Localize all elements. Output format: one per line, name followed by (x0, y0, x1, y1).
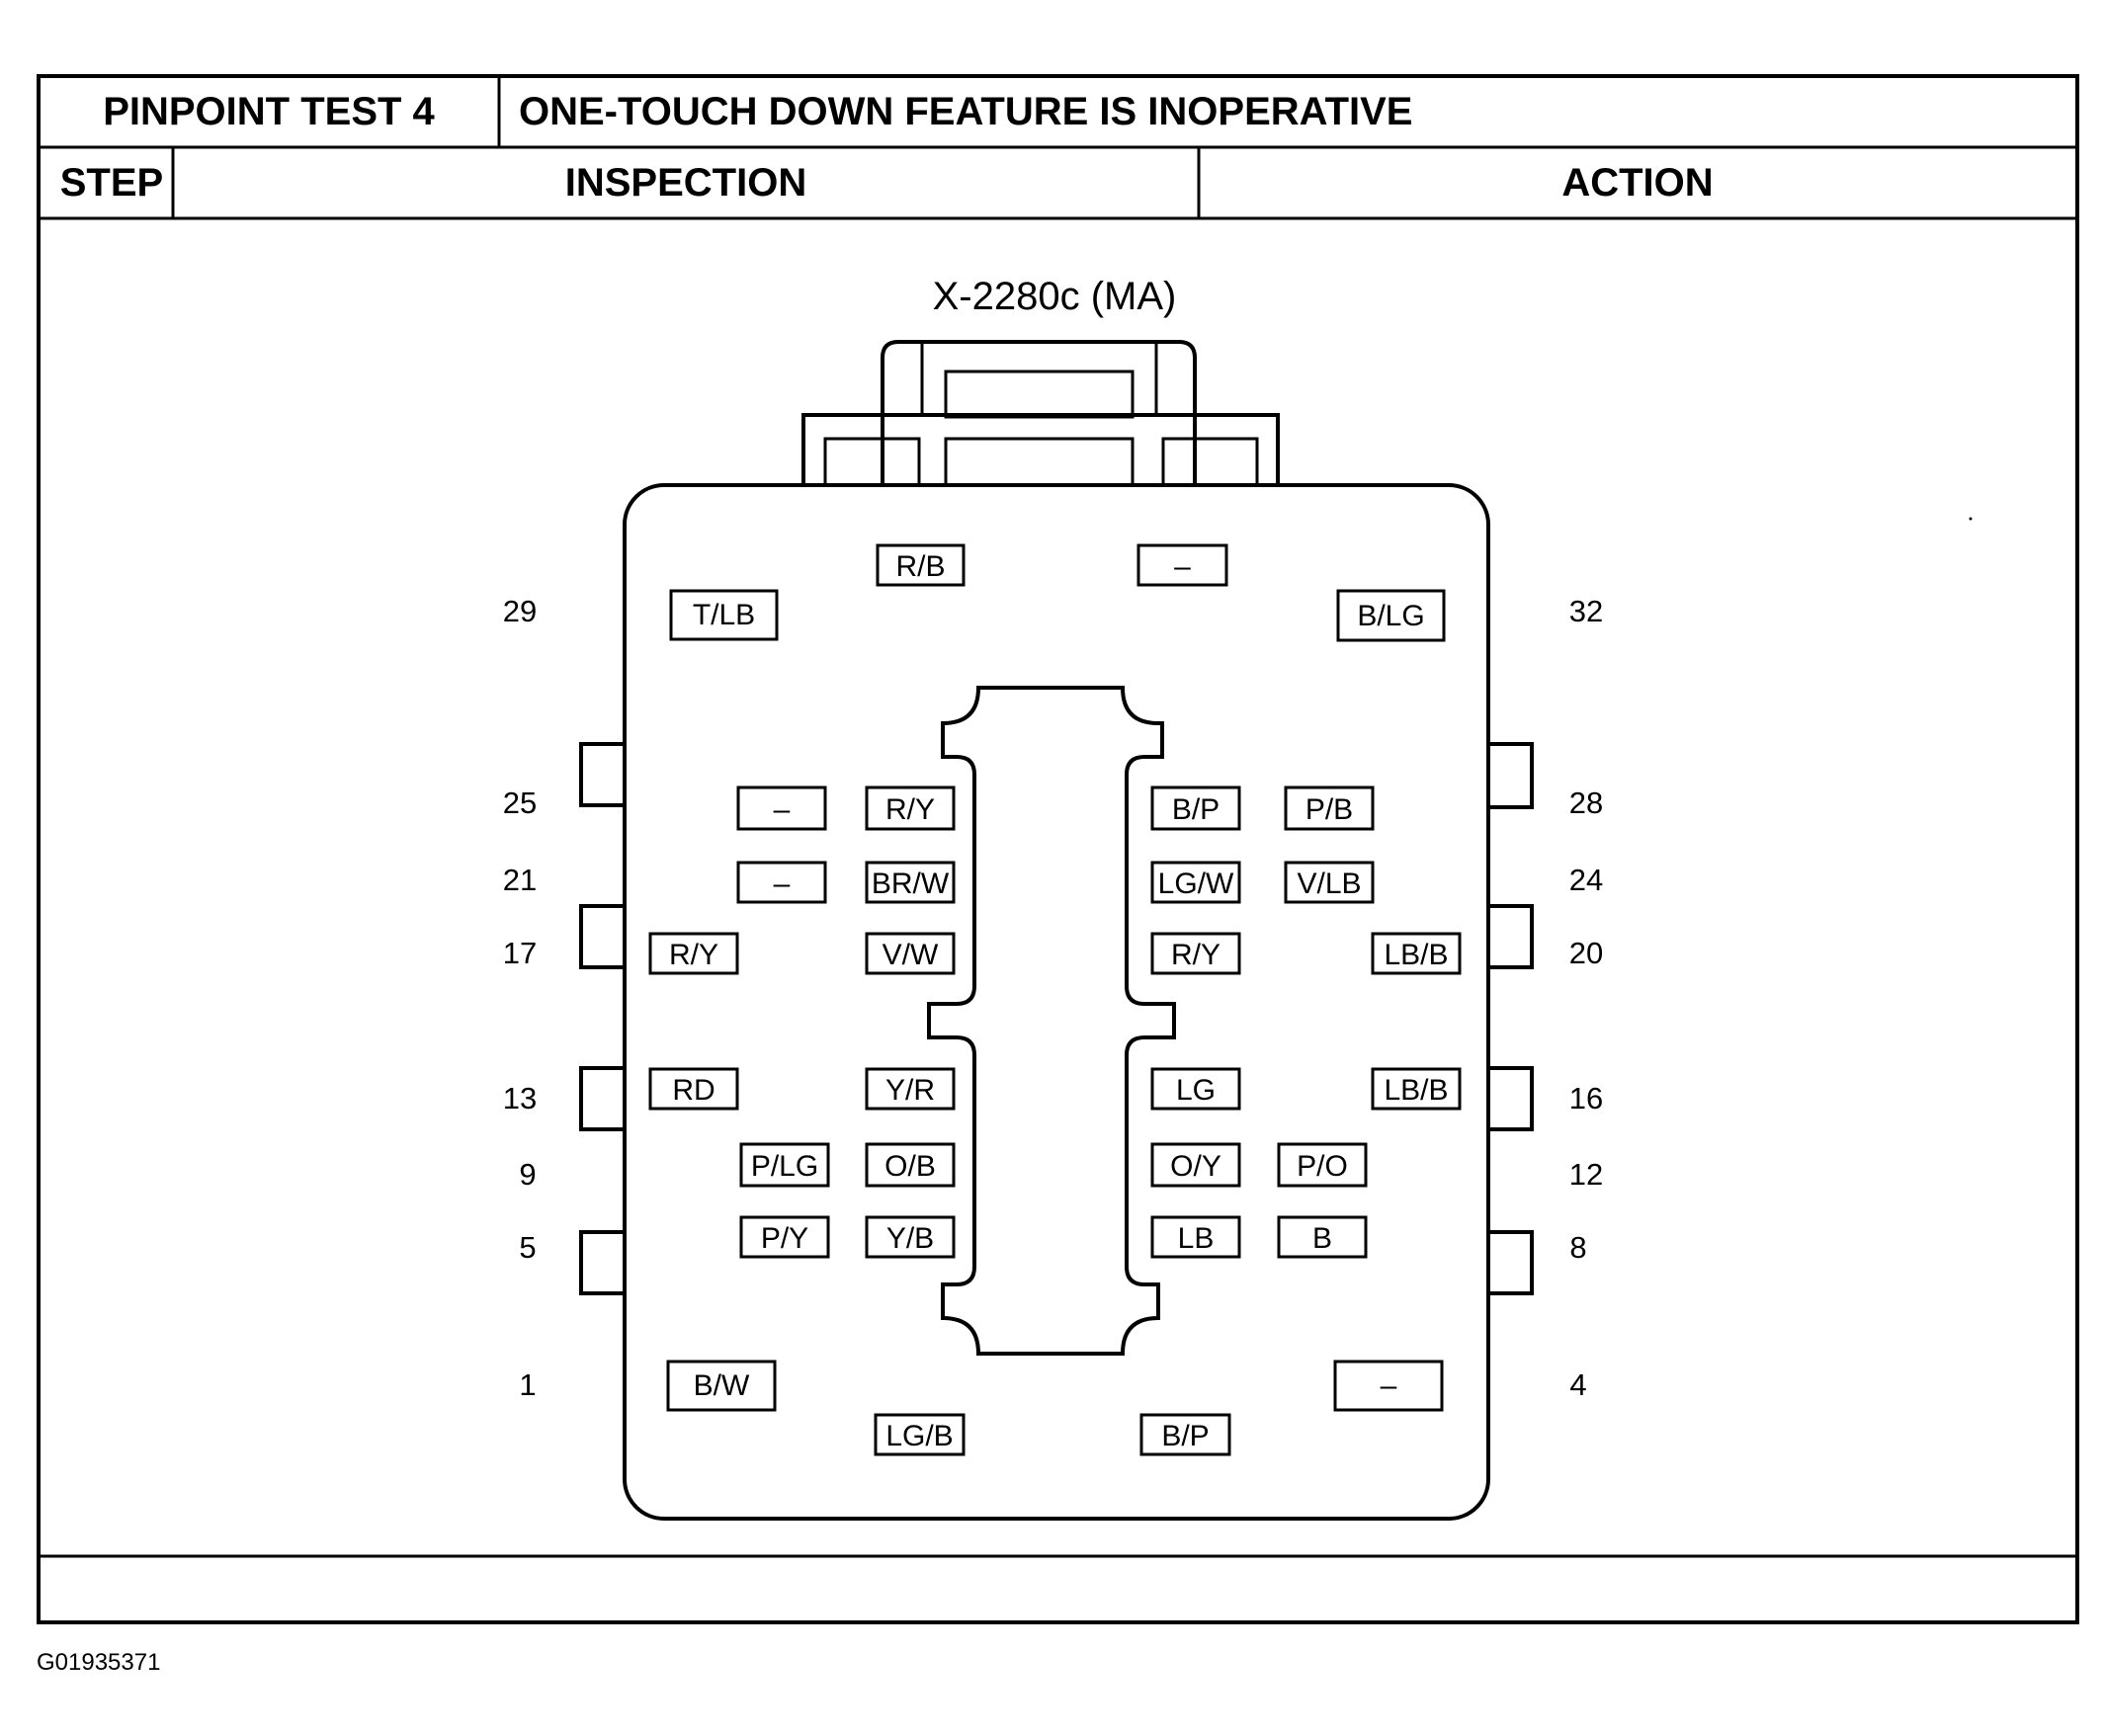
pin-number: 13 (503, 1081, 537, 1116)
pin-cavity: R/B (876, 543, 966, 587)
svg-text:LB: LB (1178, 1222, 1215, 1255)
svg-text:LB/B: LB/B (1384, 1074, 1448, 1107)
pin-number: 17 (503, 936, 537, 970)
svg-text:B/LG: B/LG (1357, 600, 1424, 632)
column-header-action: ACTION (1561, 161, 1713, 205)
pin-cavity: – (736, 785, 827, 831)
svg-text:RD: RD (672, 1074, 715, 1107)
svg-text:B: B (1312, 1222, 1332, 1255)
column-header-step: STEP (60, 161, 163, 205)
svg-text:R/Y: R/Y (885, 793, 935, 826)
pin-cavity: BR/W (865, 861, 956, 904)
svg-text:–: – (774, 793, 791, 826)
svg-text:O/B: O/B (884, 1150, 936, 1183)
pin-cavity: O/B (865, 1142, 956, 1188)
svg-text:P/B: P/B (1305, 793, 1353, 826)
svg-text:R/Y: R/Y (669, 939, 718, 971)
pin-number: 21 (503, 863, 537, 897)
pin-cavity: B/LG (1336, 589, 1446, 642)
pin-cavity: – (1136, 543, 1228, 587)
pin-number: 12 (1569, 1157, 1603, 1192)
connector-side-keys (579, 742, 1534, 1295)
pin-cavity: P/LG (739, 1142, 830, 1188)
svg-text:V/W: V/W (883, 939, 939, 971)
pin-number: 24 (1569, 863, 1603, 897)
pin-number: 9 (519, 1157, 536, 1192)
pin-cavity: V/LB (1284, 861, 1375, 904)
pin-number: 25 (503, 785, 537, 820)
svg-text:O/Y: O/Y (1170, 1150, 1221, 1183)
pin-cavity: RD (648, 1067, 739, 1111)
pin-cavity: LB/B (1371, 1067, 1462, 1111)
svg-text:–: – (774, 868, 791, 900)
pin-cavity: B/P (1150, 785, 1241, 831)
svg-text:B/P: B/P (1172, 793, 1220, 826)
pin-cavity: – (736, 861, 827, 904)
svg-text:LG/B: LG/B (885, 1420, 953, 1452)
pin-number: 28 (1569, 785, 1603, 820)
figure-id: G01935371 (37, 1649, 160, 1676)
pin-cavity: LG/W (1150, 861, 1241, 904)
svg-text:Y/R: Y/R (885, 1074, 935, 1107)
svg-text:T/LB: T/LB (693, 599, 755, 631)
pin-cavity: B (1277, 1215, 1368, 1259)
svg-text:P/Y: P/Y (761, 1222, 808, 1255)
pin-numbers-right: 32 28 24 20 16 12 8 4 (1569, 594, 1603, 1402)
pin-cavity: – (1333, 1360, 1444, 1412)
pin-cavity: R/Y (648, 932, 739, 975)
pin-numbers-left: 29 25 21 17 13 9 5 1 (503, 594, 537, 1402)
column-header-inspection: INSPECTION (565, 161, 806, 205)
pin-cavity: Y/R (865, 1067, 956, 1111)
pin-cavity: B/W (666, 1360, 777, 1412)
pin-cavity: LG/B (874, 1413, 966, 1456)
pin-cavity: R/Y (865, 785, 956, 831)
svg-text:P/LG: P/LG (751, 1150, 818, 1183)
pin-number: 20 (1569, 936, 1603, 970)
svg-text:BR/W: BR/W (872, 868, 950, 900)
connector-name: X-2280c (MA) (933, 275, 1177, 318)
svg-text:–: – (1174, 550, 1191, 583)
test-title: ONE-TOUCH DOWN FEATURE IS INOPERATIVE (519, 90, 1412, 133)
svg-text:Y/B: Y/B (886, 1222, 934, 1255)
svg-text:P/O: P/O (1297, 1150, 1348, 1183)
pinpoint-test-table: PINPOINT TEST 4 ONE-TOUCH DOWN FEATURE I… (37, 74, 2079, 1624)
pin-cavity: O/Y (1150, 1142, 1241, 1188)
pin-cavity: P/B (1284, 785, 1375, 831)
test-label: PINPOINT TEST 4 (103, 90, 435, 133)
svg-text:B/W: B/W (694, 1369, 750, 1402)
svg-text:LB/B: LB/B (1384, 939, 1448, 971)
svg-text:LG/W: LG/W (1158, 868, 1234, 900)
scan-speck (1969, 517, 1973, 521)
connector-latch (801, 340, 1280, 487)
pin-number: 1 (519, 1367, 536, 1402)
svg-text:–: – (1381, 1369, 1397, 1402)
connector-face (579, 340, 1534, 1521)
pin-number: 4 (1569, 1367, 1586, 1402)
pin-cavity: B/P (1139, 1413, 1231, 1456)
pin-cavity: LG (1150, 1067, 1241, 1111)
svg-text:R/B: R/B (895, 550, 945, 583)
pin-cavity: R/Y (1150, 932, 1241, 975)
pin-number: 29 (503, 594, 537, 628)
pin-cavity: LB (1150, 1215, 1241, 1259)
connector-center-cavity (927, 686, 1176, 1356)
pin-number: 5 (519, 1230, 536, 1265)
svg-text:LG: LG (1176, 1074, 1216, 1107)
svg-text:R/Y: R/Y (1171, 939, 1220, 971)
pin-number: 32 (1569, 594, 1603, 628)
svg-text:V/LB: V/LB (1297, 868, 1361, 900)
svg-text:B/P: B/P (1161, 1420, 1209, 1452)
pin-number: 8 (1569, 1230, 1586, 1265)
pin-cavity: P/Y (739, 1215, 830, 1259)
pin-cavity: T/LB (669, 589, 779, 641)
pin-cavity: LB/B (1371, 932, 1462, 975)
pin-cavity: V/W (865, 932, 956, 975)
pin-number: 16 (1569, 1081, 1603, 1116)
pin-cavity: P/O (1277, 1142, 1368, 1188)
pin-cavities: R/B – T/LB B/LG – R/Y B/P P/B – BR/W LG/… (648, 543, 1462, 1456)
pin-cavity: Y/B (865, 1215, 956, 1259)
